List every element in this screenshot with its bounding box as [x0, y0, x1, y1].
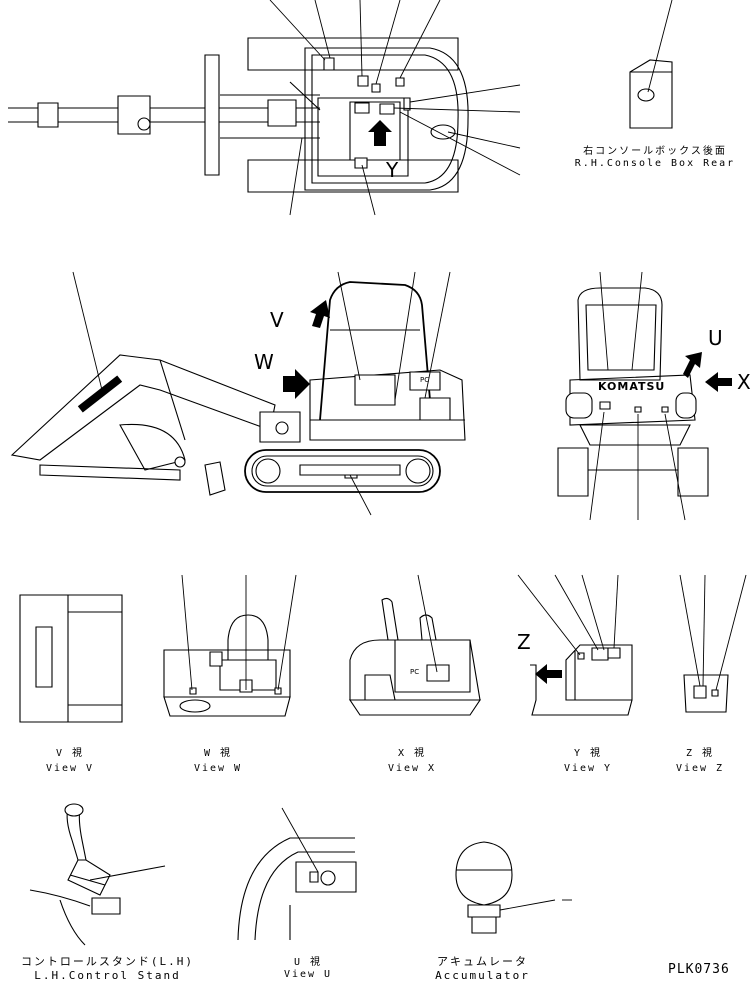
model-badge-view-x: PC: [410, 668, 420, 676]
console-box-label-en: R.H.Console Box Rear: [574, 158, 736, 169]
console-box-label-jp: 右コンソールボックス後面: [583, 146, 727, 157]
view-letter-u: U: [708, 326, 723, 350]
model-badge-side: PC: [420, 376, 430, 384]
view-w-caption-jp: W 視: [203, 748, 233, 759]
drawing-code: PLK0736: [668, 962, 730, 977]
view-w-drawing: [164, 575, 296, 716]
side-view-main: [12, 272, 465, 515]
view-letter-x: X: [737, 370, 751, 394]
view-v-caption-jp: V 視: [55, 748, 85, 759]
view-y-caption-jp: Y 視: [573, 748, 603, 759]
view-x-drawing: [350, 575, 480, 715]
control-stand-drawing: [30, 804, 165, 945]
top-view-plan: [8, 0, 520, 215]
view-u-caption-en: View U: [283, 969, 333, 980]
accumulator-label-en: Accumulator: [435, 969, 530, 982]
front-view: [558, 272, 732, 520]
accumulator-label-jp: アキュムレータ: [437, 955, 528, 968]
view-x-caption-en: View X: [387, 763, 437, 774]
view-letter-w: W: [254, 350, 274, 374]
view-letter-y-top: Y: [386, 158, 399, 182]
control-stand-label-en: L.H.Control Stand: [34, 969, 181, 982]
view-z-caption-en: View Z: [675, 763, 725, 774]
view-z-caption-jp: Z 視: [685, 748, 715, 759]
view-u-caption-jp: U 視: [293, 957, 323, 968]
view-w-caption-en: View W: [193, 763, 243, 774]
brand-logo-front: KOMATSU: [598, 380, 666, 393]
view-y-drawing: [518, 575, 632, 715]
view-u-drawing: [238, 808, 356, 940]
control-stand-label-jp: コントロールスタンド(L.H): [20, 955, 195, 968]
view-v-caption-en: View V: [45, 763, 95, 774]
accumulator-drawing: [456, 842, 572, 933]
console-box-rear: [630, 0, 672, 128]
view-letter-z: Z: [517, 630, 531, 654]
view-x-caption-jp: X 視: [397, 748, 427, 759]
view-letter-v: V: [270, 308, 284, 332]
view-y-caption-en: View Y: [563, 763, 613, 774]
view-z-drawing: [680, 575, 746, 712]
view-v-drawing: [20, 595, 122, 722]
